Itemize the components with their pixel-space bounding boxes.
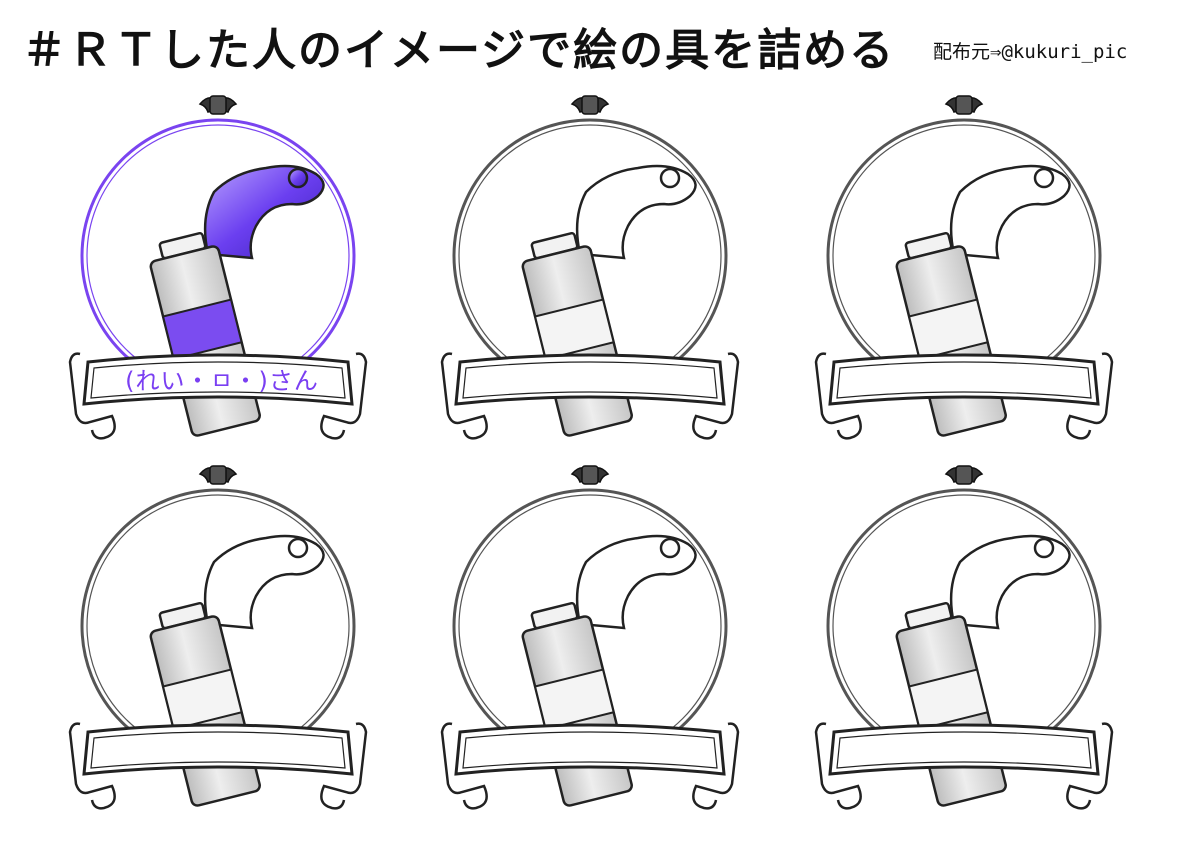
paint-tube-card bbox=[804, 86, 1124, 452]
paint-tube-card bbox=[430, 86, 750, 452]
card-name-label bbox=[98, 728, 346, 768]
ornament-icon bbox=[570, 95, 610, 115]
banner-icon bbox=[440, 352, 740, 440]
ornament-icon bbox=[570, 465, 610, 485]
paint-tube-illustration bbox=[814, 465, 1114, 810]
card-name-label bbox=[470, 728, 718, 768]
card-name-label bbox=[844, 728, 1092, 768]
paint-tube-illustration bbox=[440, 95, 740, 440]
paint-tube-card bbox=[430, 456, 750, 822]
card-name-label bbox=[844, 358, 1092, 398]
banner-icon bbox=[440, 722, 740, 810]
ornament-icon bbox=[198, 95, 238, 115]
paint-tube-illustration bbox=[68, 95, 368, 440]
paint-tube-illustration bbox=[814, 95, 1114, 440]
banner-icon bbox=[814, 352, 1114, 440]
paint-tube-card bbox=[58, 456, 378, 822]
card-name-label bbox=[470, 358, 718, 398]
paint-tube-illustration bbox=[68, 465, 368, 810]
paint-tube-card: (れい・ㅁ・)さん bbox=[58, 86, 378, 452]
paint-tube-illustration bbox=[440, 465, 740, 810]
credit-text: 配布元⇒@kukuri_pic bbox=[933, 41, 1128, 63]
ornament-icon bbox=[198, 465, 238, 485]
paint-tube-card bbox=[804, 456, 1124, 822]
page-title: ＃ＲＴした人のイメージで絵の具を詰める bbox=[22, 25, 896, 76]
banner-icon bbox=[814, 722, 1114, 810]
card-name-label: (れい・ㅁ・)さん bbox=[125, 366, 319, 395]
banner-icon bbox=[68, 352, 368, 440]
banner-icon bbox=[68, 722, 368, 810]
ornament-icon bbox=[944, 95, 984, 115]
ornament-icon bbox=[944, 465, 984, 485]
